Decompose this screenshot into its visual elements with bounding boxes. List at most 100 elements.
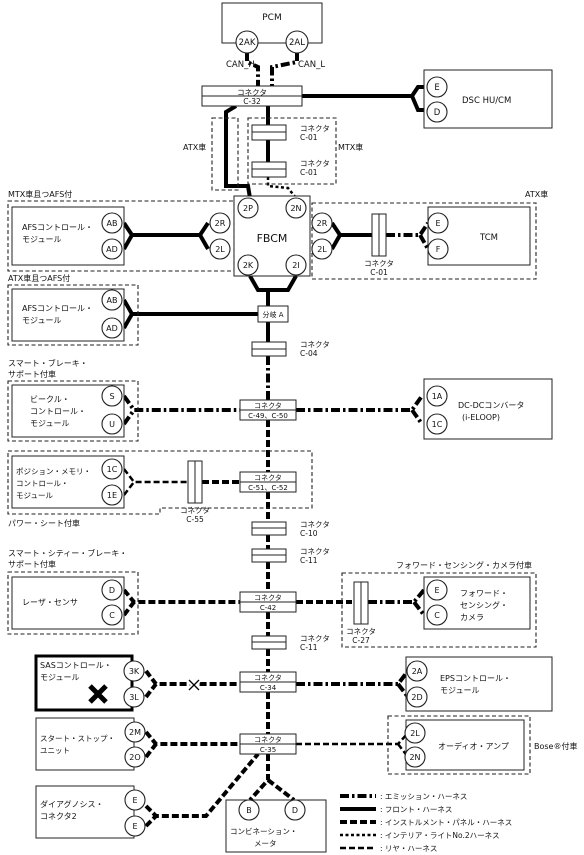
connector-c11-a: コネクタ C-11 <box>251 547 330 565</box>
svg-text:ダイアグノシス・: ダイアグノシス・ <box>40 799 103 809</box>
fbcm-right-pins: 2R 2L <box>311 212 333 260</box>
svg-text:センシング・: センシング・ <box>460 600 508 610</box>
wire-c01-fbcm <box>266 177 297 199</box>
connector-c01-b: コネクタ C-01 <box>251 159 330 178</box>
pcm-pin-2ak: 2AK <box>239 38 256 48</box>
legend-label-emission: : エミッション・ハーネス <box>380 792 467 801</box>
svg-text:SASコントロール・: SASコントロール・ <box>40 661 112 670</box>
fbcm-label: FBCM <box>257 232 288 245</box>
wire-eps <box>296 669 410 686</box>
atx-enclosure <box>211 117 239 191</box>
tcm-label: TCM <box>479 233 498 243</box>
wire-fbcm-c01 <box>330 221 372 237</box>
svg-text:S: S <box>109 392 114 401</box>
wire-atx-left <box>224 104 252 199</box>
wire-posmem-b <box>123 481 135 496</box>
bose-enclosure <box>387 715 531 775</box>
note-bose: Bose®付車 <box>534 741 577 751</box>
legend-label-rear: : リヤ・ハーネス <box>380 844 437 853</box>
laser-sensor: レーザ・センサ D C <box>11 576 125 630</box>
svg-text:ポジション・メモリ・: ポジション・メモリ・ <box>16 467 91 476</box>
svg-text:C: C <box>109 611 115 620</box>
smart-brake-enclosure <box>7 380 139 442</box>
wire-break-icon <box>188 679 200 691</box>
svg-text:C-49、C-50: C-49、C-50 <box>248 412 288 420</box>
position-memory-module: ポジション・メモリ・ コントロール・ モジュール 1C 1E <box>11 455 125 509</box>
svg-text:E: E <box>435 219 440 228</box>
svg-text:1E: 1E <box>107 491 117 500</box>
note-smart-city-1: スマート・シティー・ブレーキ・ <box>8 548 127 558</box>
svg-text:分岐 A: 分岐 A <box>262 310 283 319</box>
note-mtx-right: MTX車 <box>338 142 363 152</box>
atx-tcm-enclosure <box>311 202 537 280</box>
svg-text:2P: 2P <box>243 204 253 213</box>
pcm-label: PCM <box>262 13 281 23</box>
sas-module: SASコントロール・ モジュール 3K 3L <box>34 654 145 712</box>
wire-diag-b <box>144 814 158 828</box>
note-smart-city-2: サポート付車 <box>8 559 56 569</box>
note-atx-left: ATX車 <box>183 142 206 152</box>
svg-text:コネクタ: コネクタ <box>300 547 330 556</box>
svg-text:コネクタ: コネクタ <box>237 88 267 97</box>
svg-text:D: D <box>434 108 441 118</box>
wire-c32-dsc <box>302 85 424 98</box>
wire-sas-b <box>144 682 158 699</box>
connector-c32: コネクタ C-32 <box>201 85 303 107</box>
svg-text:C-55: C-55 <box>186 515 204 524</box>
wire-c01-tcm <box>386 221 430 237</box>
wire-vehicle <box>122 394 240 412</box>
svg-text:AD: AD <box>106 324 118 333</box>
svg-text:(i-ELOOP): (i-ELOOP) <box>462 413 500 422</box>
connector-c04: コネクタ C-04 <box>251 340 330 358</box>
wire-pcm-canl <box>270 52 299 87</box>
svg-text:モジュール: モジュール <box>440 686 479 695</box>
svg-text:C-01: C-01 <box>370 268 388 277</box>
connector-c01-c: コネクタ C-01 <box>364 213 394 277</box>
svg-text:オーディオ・アンプ: オーディオ・アンプ <box>438 741 509 751</box>
laser-label: レーザ・センサ <box>22 598 78 607</box>
connector-c35: コネクタ C-35 <box>239 733 297 755</box>
svg-text:C-04: C-04 <box>300 349 318 358</box>
svg-text:モジュール: モジュール <box>22 235 61 244</box>
svg-text:F: F <box>436 245 441 254</box>
svg-text:3L: 3L <box>129 693 139 702</box>
svg-text:U: U <box>109 420 115 429</box>
svg-text:コネクタ: コネクタ <box>254 473 282 482</box>
wire-dcdc <box>296 394 424 412</box>
dcdc-converter: 1A 1C DC-DCコンバータ (i-ELOOP) <box>423 378 553 440</box>
svg-text:コネクタ2: コネクタ2 <box>40 812 77 821</box>
dsc-label: DSC HU/CM <box>462 96 511 106</box>
can-h-label: CAN_H <box>226 60 255 70</box>
fbcm-module: FBCM 2P 2N 2K 2I <box>233 195 311 277</box>
pcm-module: PCM 2AK 2AL <box>221 2 323 54</box>
dsc-module: E D DSC HU/CM <box>423 69 553 129</box>
vehicle-control-module: ビークル・ コントロール・ モジュール S U <box>11 384 125 438</box>
wire-c27-cam-b <box>412 600 426 617</box>
svg-text:C-11: C-11 <box>300 643 318 652</box>
svg-text:C: C <box>434 611 440 620</box>
svg-text:D: D <box>109 586 115 595</box>
svg-text:AB: AB <box>107 296 118 305</box>
connector-c55: コネクタ C-55 <box>180 460 210 524</box>
wire-laser <box>122 588 240 604</box>
wire-fbcm-c01-b <box>330 234 342 250</box>
svg-text:E: E <box>132 822 137 831</box>
svg-text:2D: 2D <box>411 693 422 702</box>
svg-text:C-35: C-35 <box>260 746 276 754</box>
start-stop-unit: スタート・ストップ・ ユニット 2M 2O <box>35 717 146 771</box>
svg-text:モジュール: モジュール <box>40 673 79 682</box>
svg-text:C-51、C-52: C-51、C-52 <box>248 484 288 492</box>
svg-text:モジュール: モジュール <box>22 316 61 325</box>
svg-text:コネクタ: コネクタ <box>300 634 330 643</box>
can-l-label: CAN_L <box>298 60 325 70</box>
svg-text:モジュール: モジュール <box>30 419 69 428</box>
connector-c01-a: コネクタ C-01 <box>251 124 330 142</box>
svg-text:AFSコントロール・: AFSコントロール・ <box>22 304 93 313</box>
svg-text:フォワード・: フォワード・ <box>460 589 508 598</box>
svg-text:コネクタ: コネクタ <box>254 735 282 744</box>
branch-a: 分岐 A <box>257 305 289 323</box>
svg-text:C-27: C-27 <box>352 636 370 645</box>
svg-text:AFSコントロール・: AFSコントロール・ <box>22 223 93 232</box>
note-fwd-cam: フォワード・センシング・カメラ付車 <box>396 560 532 570</box>
svg-text:2L: 2L <box>215 245 225 254</box>
